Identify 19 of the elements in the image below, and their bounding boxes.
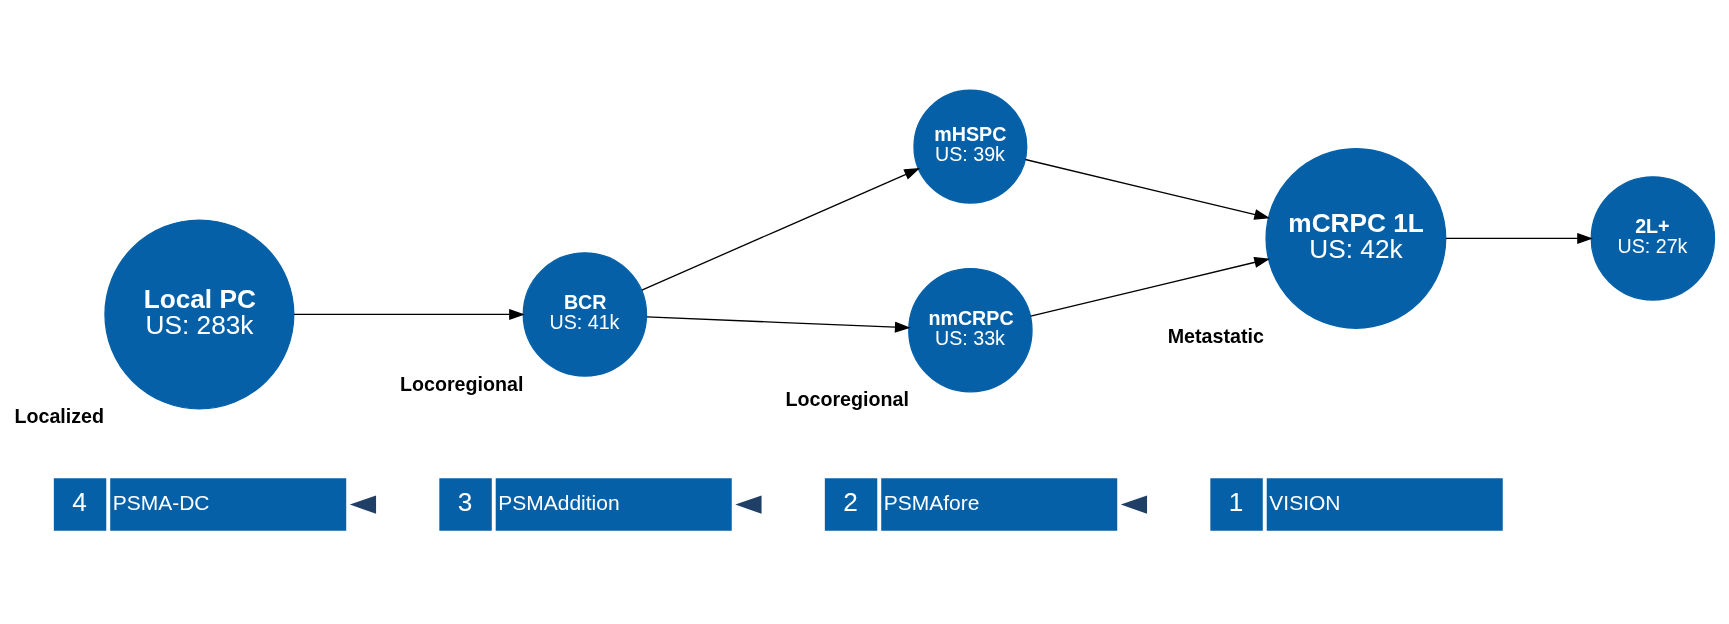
node-circle: Local PC US: 283k bbox=[104, 218, 295, 410]
arrow bbox=[646, 315, 911, 333]
arrow bbox=[641, 167, 921, 291]
arrow bbox=[1445, 232, 1593, 244]
node-circle: BCR US: 41k bbox=[522, 251, 648, 377]
node-circle: nmCRPC US: 33k bbox=[908, 267, 1033, 392]
arrow bbox=[1030, 256, 1271, 317]
arrow bbox=[1024, 158, 1271, 220]
arrow bbox=[735, 494, 762, 514]
node-label: Locoregional bbox=[399, 372, 524, 395]
arrow bbox=[293, 308, 525, 320]
node-circle: 2L+ US: 27k bbox=[1590, 175, 1716, 301]
node-label: Metastatic bbox=[1167, 324, 1264, 347]
node-label: Locoregional bbox=[785, 387, 909, 410]
arrow bbox=[1120, 494, 1148, 514]
node-label: Localized bbox=[14, 404, 105, 427]
arrow bbox=[349, 494, 377, 514]
node-circle: mHSPC US: 39k bbox=[913, 89, 1028, 204]
node-circle: mCRPC 1L US: 42k bbox=[1265, 147, 1447, 329]
